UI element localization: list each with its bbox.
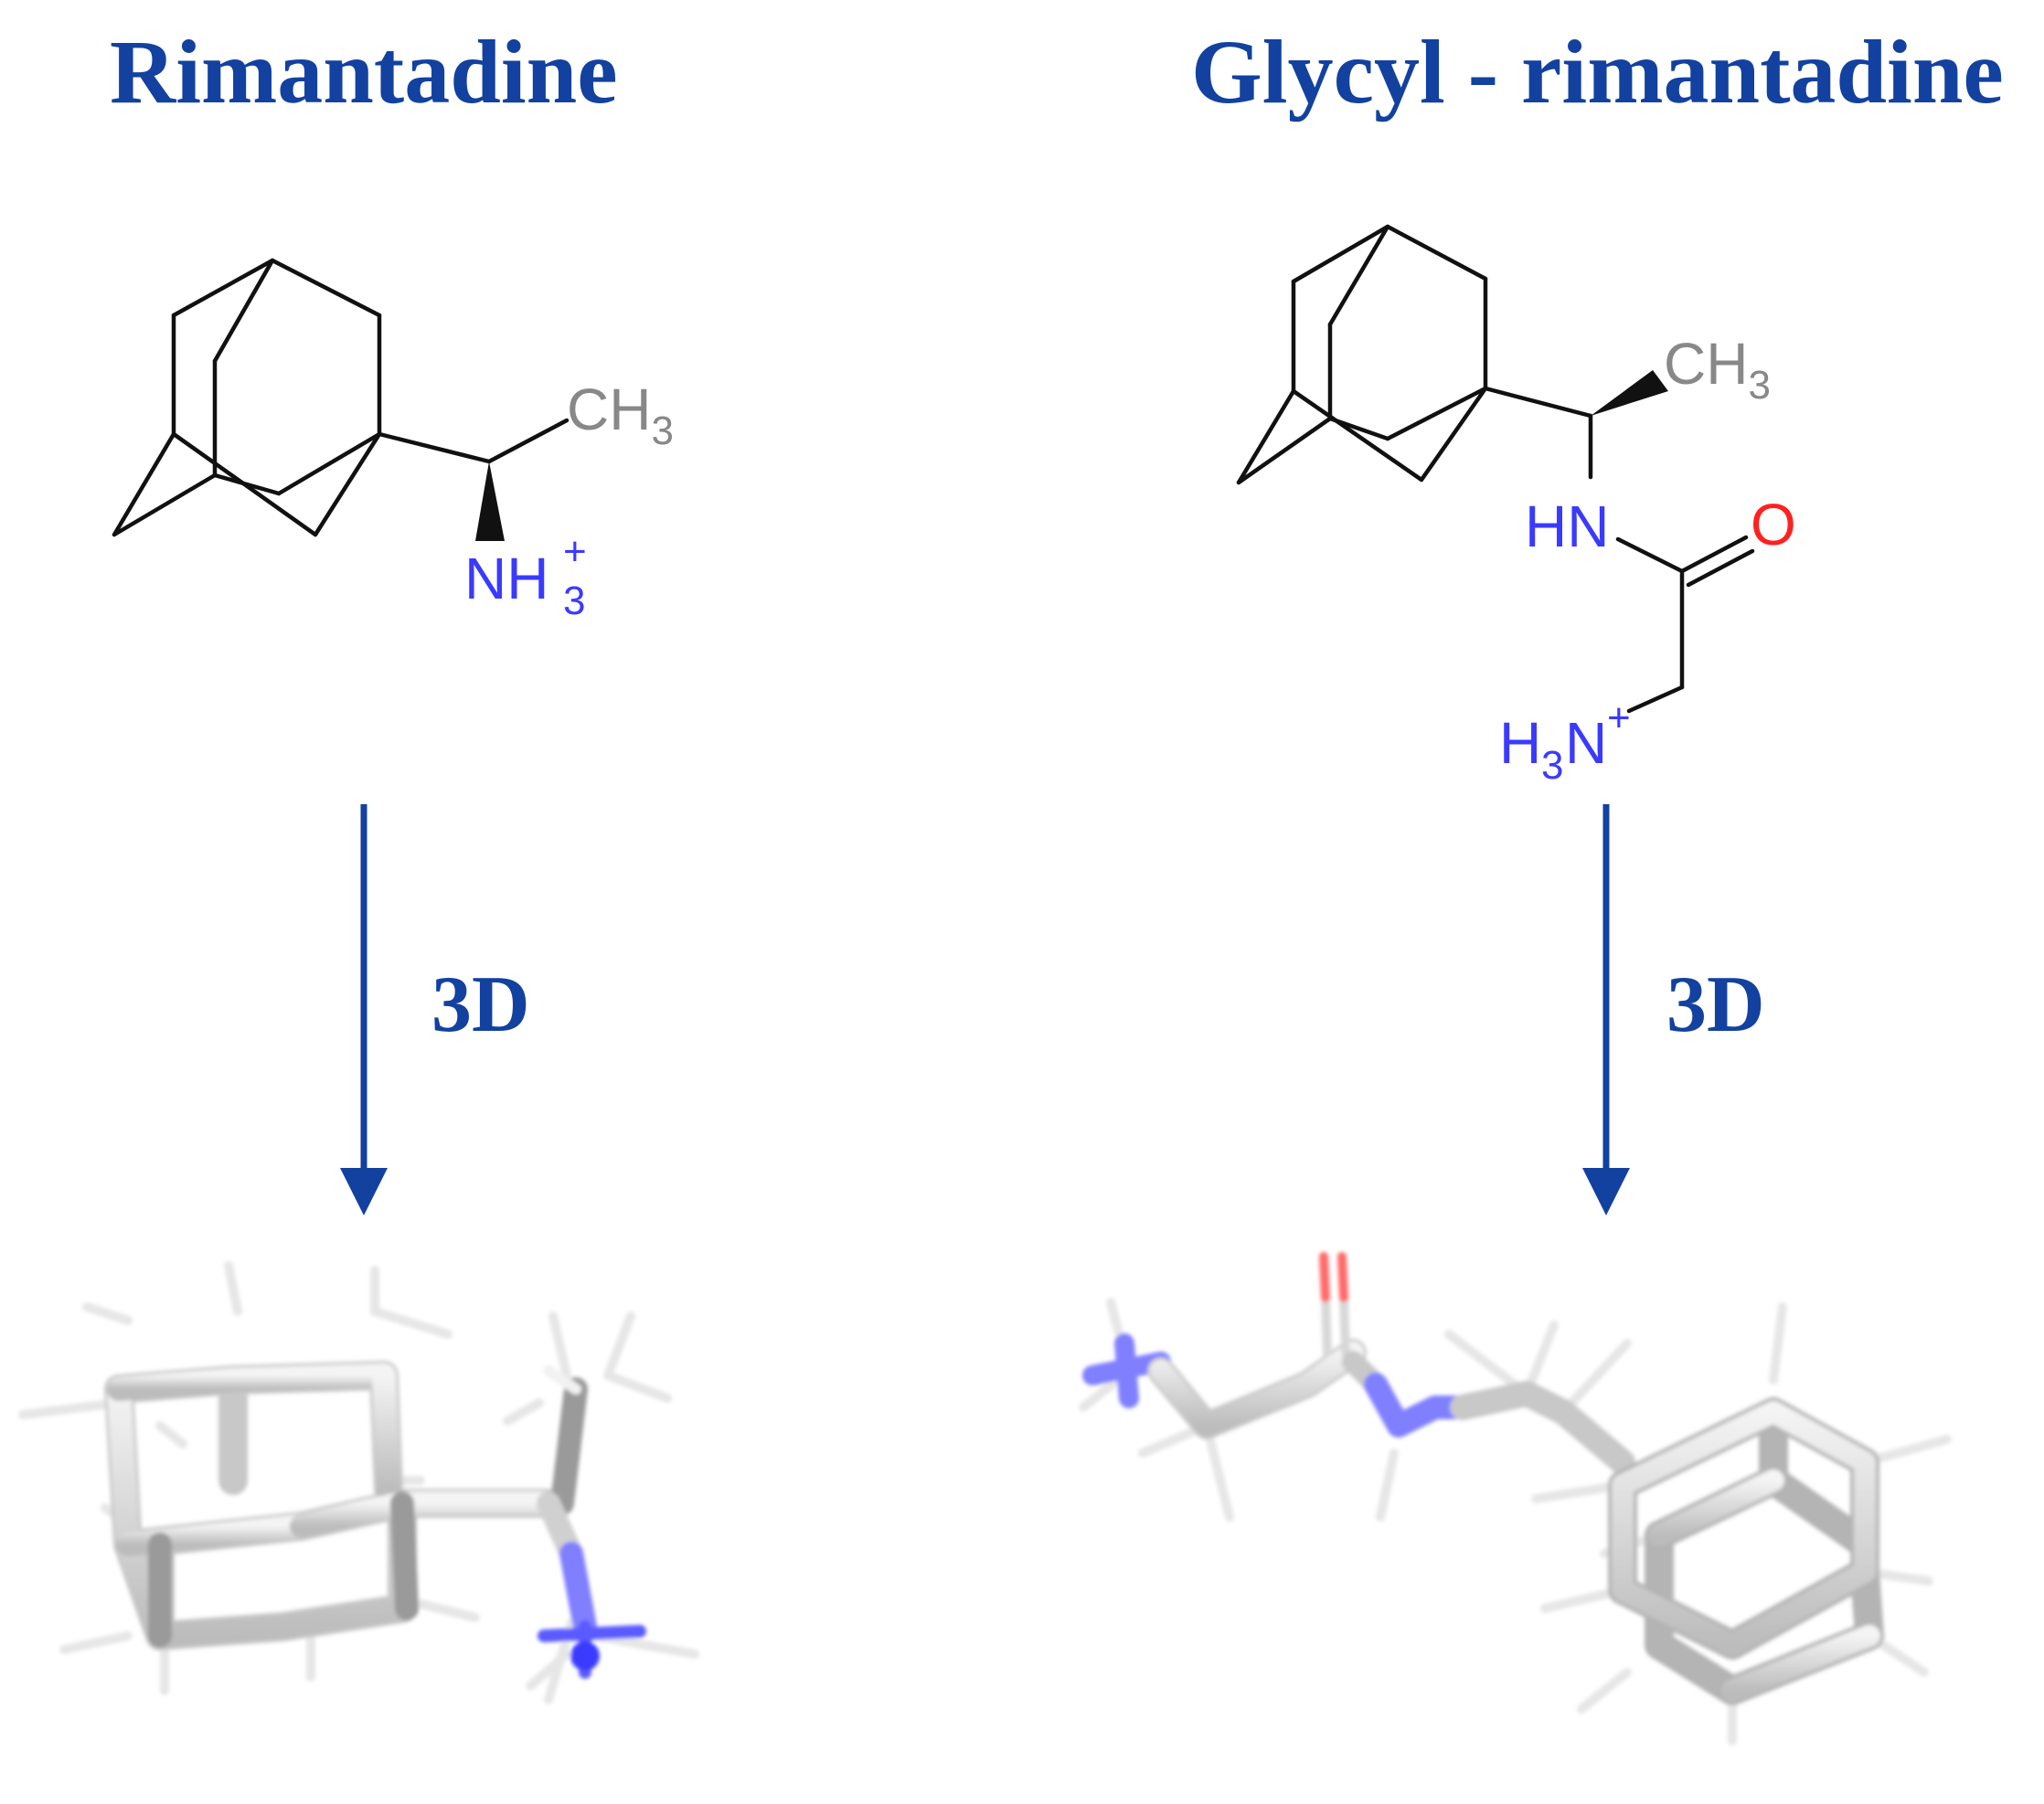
ch2-n-bond: [1626, 684, 1685, 714]
amide-nh-label: HN: [1525, 493, 1609, 559]
glycyl-rimantadine-panel: Glycyl - rimantadine: [1079, 21, 2004, 1746]
rimantadine-3d-model: [18, 1261, 699, 1704]
glycyl-rimantadine-title: Glycyl - rimantadine: [1191, 21, 2004, 122]
svg-text:H: H: [1499, 710, 1541, 776]
svg-text:N: N: [1565, 710, 1607, 776]
conversion-arrow-left: [340, 804, 388, 1215]
adamantane-cage-right: [1236, 224, 1488, 485]
glycyl-rimantadine-3d-model: [1079, 1252, 1952, 1746]
wedge-bond-left: [475, 462, 505, 541]
svg-text:+: +: [1607, 695, 1631, 740]
conversion-arrow-right: [1582, 804, 1630, 1215]
c-ch3-bond-left: [486, 418, 570, 464]
adamantane-cage-left: [112, 258, 382, 537]
methyl-label-right: CH3: [1664, 331, 1771, 408]
methyl-label-left: CH3: [567, 377, 674, 453]
rimantadine-title: Rimantadine: [110, 21, 618, 122]
c-c-bond-left: [377, 431, 492, 464]
ammonium-label-right: H 3 N +: [1499, 695, 1631, 788]
ammonium-label-left: NH + 3: [464, 529, 587, 623]
rimantadine-panel: Rimantadine CH3 NH: [18, 21, 699, 1704]
c-c-bond-right: [1483, 386, 1593, 419]
c-o-double-bond-b: [1686, 548, 1755, 588]
oxygen-label: O: [1751, 492, 1796, 557]
svg-text:3: 3: [563, 578, 585, 623]
svg-text:NH: NH: [464, 546, 548, 611]
svg-text:+: +: [563, 529, 587, 574]
glycyl-rimantadine-2d-structure: CH3 HN O H 3 N +: [1236, 224, 1796, 788]
n-c-amide-bond: [1615, 536, 1685, 574]
rimantadine-2d-structure: CH3 NH + 3: [112, 258, 674, 623]
3d-label-left: 3D: [431, 960, 530, 1049]
svg-text:3: 3: [1541, 743, 1563, 788]
c-o-double-bond-a: [1679, 535, 1749, 574]
wedge-bond-right: [1591, 370, 1668, 416]
3d-label-right: 3D: [1666, 960, 1765, 1049]
